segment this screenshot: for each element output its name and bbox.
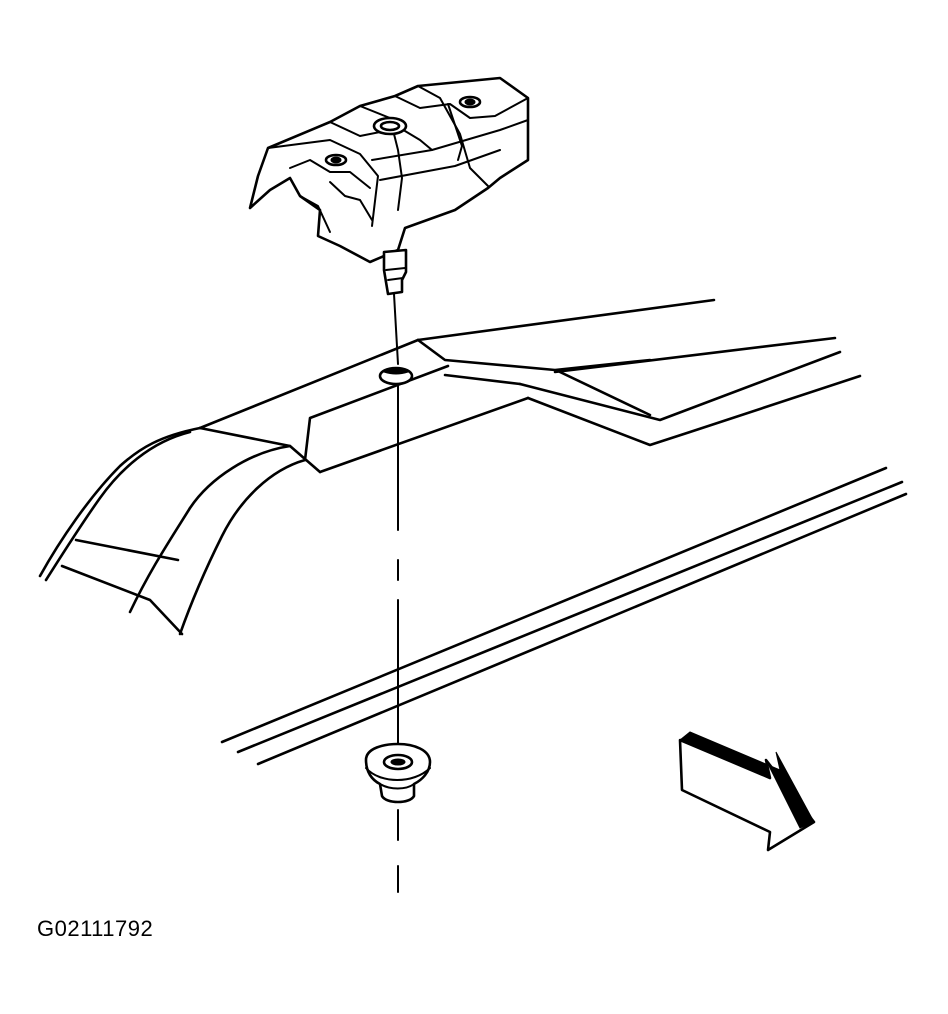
roof-rail-icon: [38, 298, 862, 636]
figure-id-label: G02111792: [37, 916, 154, 941]
roof-panel-lines: [220, 466, 908, 766]
roof-rack-foot-bracket-icon: [248, 76, 530, 296]
grommet-nut-icon: [364, 742, 432, 804]
installation-guide-line: [378, 293, 414, 893]
forward-direction-arrow-icon: [678, 731, 816, 852]
